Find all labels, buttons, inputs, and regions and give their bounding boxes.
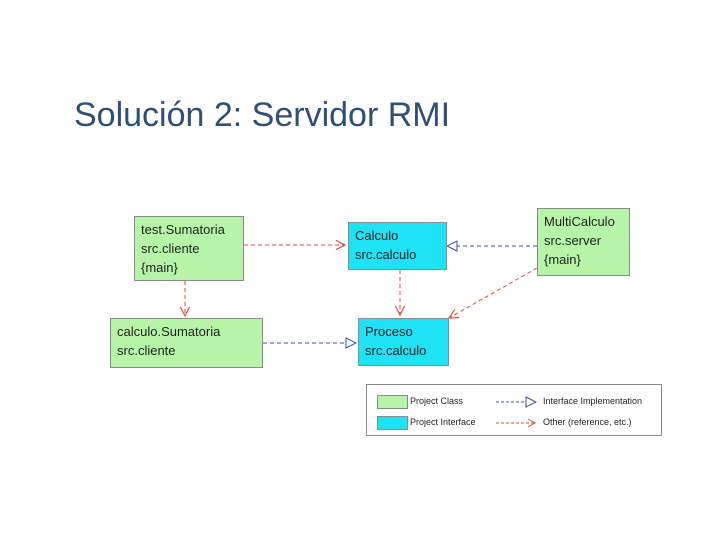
class-test-sumatoria[interactable]: test.Sumatoria src.cliente {main} — [134, 216, 244, 281]
interface-package: src.calculo — [355, 247, 417, 262]
ref-multicalculo-to-proceso — [449, 267, 538, 318]
interface-calculo[interactable]: Calculo src.calculo — [348, 222, 447, 270]
class-name: MultiCalculo — [544, 214, 615, 229]
class-multi-calculo[interactable]: MultiCalculo src.server {main} — [537, 208, 630, 276]
class-package: src.server — [544, 233, 602, 248]
legend-implementation-line — [496, 396, 537, 408]
class-package: src.cliente — [141, 241, 200, 256]
interface-name: Calculo — [355, 228, 399, 243]
class-stereotype: {main} — [141, 260, 178, 275]
class-name: test.Sumatoria — [141, 222, 225, 237]
interface-name: Proceso — [365, 324, 413, 339]
legend: Project Class Project Interface Interfac… — [366, 384, 662, 436]
interface-proceso[interactable]: Proceso src.calculo — [358, 318, 449, 366]
page-title: Solución 2: Servidor RMI — [74, 96, 451, 134]
legend-reference-label: Other (reference, etc.) — [543, 417, 632, 427]
legend-interface-label: Project Interface — [410, 417, 476, 427]
class-name: calculo.Sumatoria — [117, 324, 221, 339]
class-calculo-sumatoria[interactable]: calculo.Sumatoria src.cliente — [110, 318, 263, 368]
legend-class-label: Project Class — [410, 396, 464, 406]
legend-interface-swatch — [377, 416, 408, 430]
class-package: src.cliente — [117, 343, 176, 358]
legend-class-swatch — [377, 395, 408, 409]
class-stereotype: {main} — [544, 252, 581, 267]
interface-package: src.calculo — [365, 343, 427, 358]
legend-implementation-label: Interface Implementation — [543, 396, 643, 406]
legend-reference-line — [496, 418, 537, 428]
